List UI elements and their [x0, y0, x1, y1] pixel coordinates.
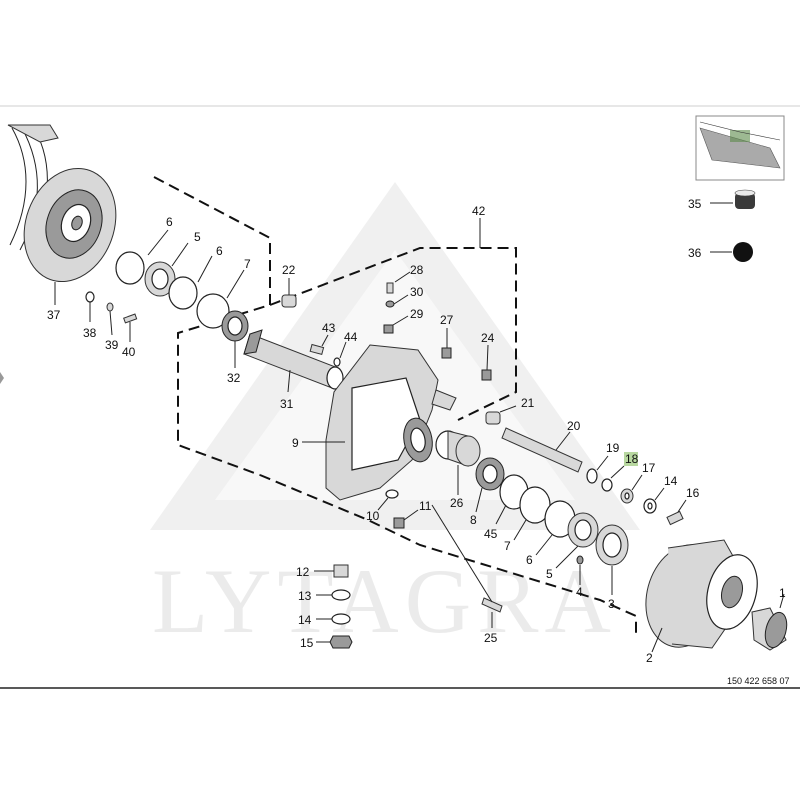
callout-2[interactable]: 2	[646, 651, 653, 665]
part-12-bolt	[333, 564, 349, 578]
part-38-washer	[85, 291, 95, 303]
part-13-washer	[331, 589, 351, 601]
part-5-seal-a-inner	[151, 268, 169, 290]
part-18-ring	[601, 478, 613, 492]
part-31-shaft	[243, 329, 344, 390]
part-6-circlip-a	[115, 251, 145, 285]
hose-assembly	[7, 124, 59, 253]
callout-32[interactable]: 32	[227, 371, 241, 385]
callout-6-left-a[interactable]: 6	[166, 215, 173, 229]
part-7-oring-a	[196, 293, 230, 329]
callout-43[interactable]: 43	[322, 321, 336, 335]
callout-3[interactable]: 3	[608, 597, 615, 611]
part-3-seal-inner	[602, 532, 622, 558]
drawing-number: 150 422 658 07	[727, 676, 790, 686]
part-8-bearing-inner	[482, 464, 498, 484]
part-17-washer-hole	[624, 492, 630, 500]
callout-6-right[interactable]: 6	[526, 553, 533, 567]
callout-5-left[interactable]: 5	[194, 230, 201, 244]
callout-24[interactable]: 24	[481, 331, 495, 345]
callout-7-left[interactable]: 7	[244, 257, 251, 271]
callout-29[interactable]: 29	[410, 307, 424, 321]
callout-13[interactable]: 13	[298, 589, 312, 603]
callout-6-left-b[interactable]: 6	[216, 244, 223, 258]
part-6-circlip-b	[168, 276, 198, 310]
left-edge-marker	[0, 372, 4, 384]
callout-37[interactable]: 37	[47, 308, 61, 322]
part-28-pin	[386, 282, 394, 294]
callout-19[interactable]: 19	[606, 441, 620, 455]
callout-7-right[interactable]: 7	[504, 539, 511, 553]
part-26-sleeve	[435, 430, 481, 467]
part-18-highlight	[624, 452, 638, 466]
callout-27[interactable]: 27	[440, 313, 454, 327]
callout-30[interactable]: 30	[410, 285, 424, 299]
part-10-washer	[385, 489, 399, 499]
callout-42[interactable]: 42	[472, 204, 486, 218]
part-32-bearing-inner	[227, 316, 243, 336]
part-44-pin	[333, 357, 341, 367]
part-21-bushing	[485, 411, 501, 425]
part-30-washer	[385, 300, 395, 308]
callout-20[interactable]: 20	[567, 419, 581, 433]
watermark-text: LYTAGRA	[152, 550, 617, 652]
part-27-plug	[441, 347, 452, 359]
part-16-bolt	[666, 510, 684, 526]
callout-14-right[interactable]: 14	[664, 474, 678, 488]
callout-11[interactable]: 11	[419, 499, 432, 513]
callout-8[interactable]: 8	[470, 513, 477, 527]
part-39-washer	[106, 302, 114, 312]
part-20-shaft	[501, 427, 583, 473]
callout-16[interactable]: 16	[686, 486, 700, 500]
part-40-screw	[123, 313, 138, 324]
callout-44[interactable]: 44	[344, 330, 358, 344]
legend-35	[710, 189, 756, 209]
legend-36	[710, 242, 753, 262]
callout-40[interactable]: 40	[122, 345, 136, 359]
overview-thumbnail	[695, 115, 785, 181]
part-15-nut	[329, 635, 353, 649]
part-14-washer-b	[331, 613, 351, 625]
part-5-seal-b-inner	[574, 519, 592, 541]
callout-14-left[interactable]: 14	[298, 613, 312, 627]
part-29-nut	[383, 324, 394, 334]
callout-18[interactable]: 18	[625, 452, 639, 466]
callout-26[interactable]: 26	[450, 496, 464, 510]
callout-28[interactable]: 28	[410, 263, 424, 277]
part-9-gear-housing	[325, 344, 457, 501]
callout-22[interactable]: 22	[282, 263, 296, 277]
callout-36[interactable]: 36	[688, 246, 702, 260]
part-37-disc	[23, 167, 117, 283]
part-43-key	[309, 343, 325, 356]
part-24-plug	[481, 369, 492, 381]
callout-4[interactable]: 4	[576, 585, 583, 599]
part-25-screw	[481, 597, 503, 613]
callout-21[interactable]: 21	[521, 396, 535, 410]
part-2-pulley	[645, 539, 758, 649]
part-4-pin	[576, 555, 584, 565]
callout-17[interactable]: 17	[642, 461, 656, 475]
callout-10[interactable]: 10	[366, 509, 380, 523]
assembly-boundary-42	[269, 247, 517, 421]
callout-38[interactable]: 38	[83, 326, 97, 340]
callout-39[interactable]: 39	[105, 338, 119, 352]
callout-25[interactable]: 25	[484, 631, 498, 645]
part-11-plug	[393, 517, 405, 529]
callout-15[interactable]: 15	[300, 636, 314, 650]
callout-31[interactable]: 31	[280, 397, 294, 411]
callout-12[interactable]: 12	[296, 565, 310, 579]
part-1-hub	[751, 607, 788, 651]
callout-9[interactable]: 9	[292, 436, 299, 450]
callout-1[interactable]: 1	[779, 586, 786, 600]
callout-45[interactable]: 45	[484, 527, 498, 541]
part-22-bushing	[281, 294, 297, 308]
part-19-circlip	[586, 468, 598, 484]
callout-5[interactable]: 5	[546, 567, 553, 581]
part-14-washer-a-hole	[647, 502, 653, 510]
callout-35[interactable]: 35	[688, 197, 702, 211]
